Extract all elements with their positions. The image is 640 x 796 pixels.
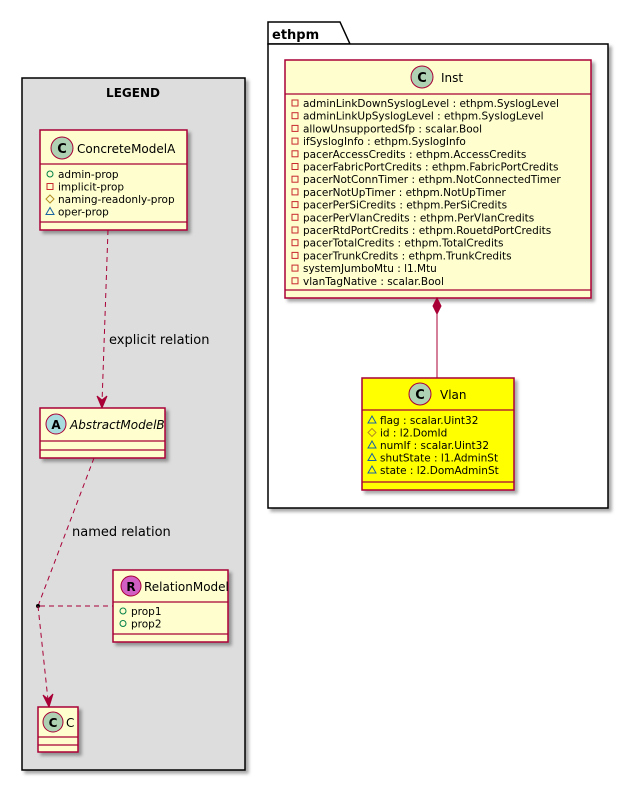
protected-visibility-icon: [45, 194, 55, 204]
class-name: C: [66, 716, 74, 730]
private-visibility-icon: [291, 112, 299, 120]
class-name: Inst: [441, 71, 463, 85]
class-prop: prop2: [131, 619, 162, 631]
private-visibility-icon: [291, 226, 299, 234]
public-visibility-icon: [119, 607, 127, 615]
stereotype-letter: R: [126, 580, 135, 594]
class-prop: pacerPerSiCredits : ethpm.PerSiCredits: [303, 200, 507, 212]
class-props: adminLinkDownSyslogLevel : ethpm.SyslogL…: [291, 98, 561, 288]
package-visibility-icon: [367, 439, 377, 449]
class-prop: pacerRtdPortCredits : ethpm.RouetdPortCr…: [303, 225, 551, 237]
class-prop: pacerTotalCredits : ethpm.TotalCredits: [303, 238, 503, 250]
private-visibility-icon: [291, 264, 299, 272]
private-visibility-icon: [291, 124, 299, 132]
class-prop: pacerNotUpTimer : ethpm.NotUpTimer: [303, 187, 507, 199]
private-visibility-icon: [291, 213, 299, 221]
private-visibility-icon: [291, 251, 299, 259]
class-prop: flag : scalar.Uint32: [380, 415, 478, 427]
class-prop: naming-readonly-prop: [58, 194, 175, 206]
class-prop: shutState : l1.AdminSt: [380, 453, 498, 465]
private-visibility-icon: [291, 201, 299, 209]
class-prop: allowUnsupportedSfp : scalar.Bool: [303, 123, 482, 135]
stereotype-letter: C: [415, 388, 425, 403]
class-stereotype-icon: [410, 65, 434, 89]
stereotype-letter: A: [51, 418, 61, 432]
relation-stereotype-icon: [120, 575, 142, 597]
class-name: ConcreteModelA: [77, 142, 176, 156]
private-visibility-icon: [291, 163, 299, 170]
package-visibility-icon: [367, 464, 377, 474]
class-prop: pacerTrunkCredits : ethpm.TrunkCredits: [303, 250, 512, 262]
private-visibility-icon: [46, 183, 54, 190]
class-prop: ifSyslogInfo : ethpm.SyslogInfo: [303, 136, 466, 148]
class-prop: pacerPerVlanCredits : ethpm.PerVlanCredi…: [303, 212, 534, 224]
package-visibility-icon: [367, 414, 377, 424]
named-relation-label: named relation: [72, 525, 171, 540]
private-visibility-icon: [291, 150, 299, 158]
abstract-stereotype-icon: [45, 413, 67, 435]
package-visibility-icon: [45, 206, 55, 215]
class-prop: prop1: [131, 606, 162, 618]
class-prop: systemJumboMtu : l1.Mtu: [303, 263, 437, 275]
class-prop: pacerNotConnTimer : ethpm.NotConnectedTi…: [303, 174, 561, 186]
class-stereotype-icon: [408, 382, 432, 406]
private-visibility-icon: [291, 277, 299, 285]
protected-visibility-icon: [367, 427, 377, 438]
composition-link: [432, 296, 442, 378]
concrete-model-class: C ConcreteModelA admin-propimplicit-prop…: [39, 129, 188, 231]
private-visibility-icon: [291, 239, 299, 247]
class-prop: implicit-prop: [58, 182, 124, 194]
stereotype-letter: C: [57, 142, 67, 157]
class-prop: numIf : scalar.Uint32: [380, 440, 489, 452]
class-stereotype-icon: [50, 136, 74, 160]
c-class: C C: [37, 706, 79, 753]
class-prop: oper-prop: [58, 207, 109, 219]
package-visibility-icon: [367, 452, 377, 461]
class-prop: vlanTagNative : scalar.Bool: [303, 276, 444, 288]
class-name: Vlan: [440, 388, 467, 402]
class-name: RelationModel: [144, 580, 229, 594]
class-name: AbstractModelB: [69, 418, 165, 432]
public-visibility-icon: [119, 620, 127, 627]
class-prop: id : l2.DomId: [380, 428, 447, 440]
package-name: ethpm: [272, 28, 319, 43]
class-prop: adminLinkDownSyslogLevel : ethpm.SyslogL…: [303, 98, 559, 110]
inst-class: C Inst adminLinkDownSyslogLevel : ethpm.…: [284, 59, 592, 299]
class-stereotype-icon: [42, 711, 64, 733]
legend-title: LEGEND: [106, 86, 160, 100]
stereotype-letter: C: [417, 71, 427, 86]
stereotype-letter: C: [49, 716, 58, 730]
named-relation-arrow: named relation: [36, 457, 171, 709]
class-prop: adminLinkUpSyslogLevel : ethpm.SyslogLev…: [303, 111, 544, 123]
private-visibility-icon: [291, 99, 299, 107]
explicit-relation-label: explicit relation: [109, 333, 209, 348]
private-visibility-icon: [291, 175, 299, 183]
private-visibility-icon: [291, 137, 299, 145]
class-prop: admin-prop: [58, 169, 119, 181]
class-prop: pacerFabricPortCredits : ethpm.FabricPor…: [303, 162, 558, 174]
explicit-relation-arrow: explicit relation: [96, 229, 209, 410]
class-prop: state : l2.DomAdminSt: [380, 465, 499, 477]
abstract-model-class: A AbstractModelB: [39, 407, 166, 459]
class-prop: pacerAccessCredits : ethpm.AccessCredits: [303, 149, 526, 161]
class-props: admin-propimplicit-propnaming-readonly-p…: [45, 169, 175, 219]
private-visibility-icon: [291, 188, 299, 196]
public-visibility-icon: [46, 170, 54, 178]
